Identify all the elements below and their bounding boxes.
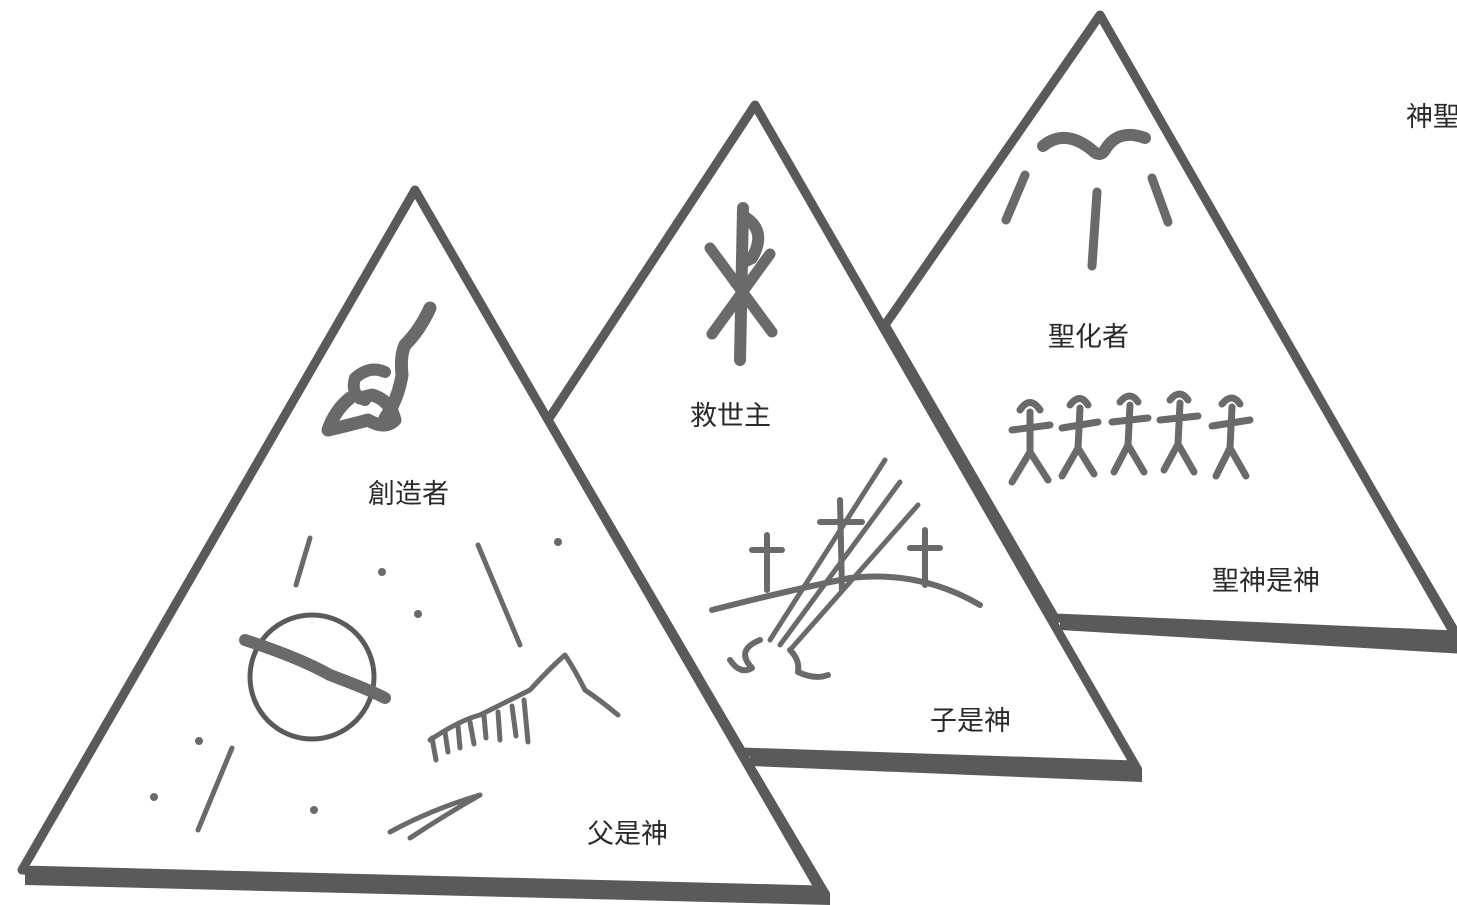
descending-dove-icon — [1001, 129, 1173, 271]
corner-text: 神聖 — [1406, 102, 1457, 133]
three-crosses-icon — [709, 457, 983, 680]
triangle-father-title: 創造者 — [368, 479, 449, 510]
triangle-son-caption: 子是神 — [930, 706, 1011, 737]
triangle-spirit-title: 聖化者 — [1048, 322, 1129, 353]
triangle-father-caption: 父是神 — [587, 819, 668, 850]
triangle-son-title: 救世主 — [690, 401, 771, 432]
triangle-spirit-caption: 聖神是神 — [1212, 566, 1320, 597]
triangle-son: 救世主 子是神 — [543, 100, 1142, 782]
triangle-spirit: 聖化者 聖神是神 — [880, 10, 1457, 654]
creation-scene-icon — [150, 535, 621, 841]
creator-hand-icon — [321, 301, 437, 437]
chi-rho-icon — [704, 202, 778, 366]
triangle-father: 創造者 父是神 — [17, 185, 830, 905]
people-figures-icon — [1008, 390, 1254, 486]
